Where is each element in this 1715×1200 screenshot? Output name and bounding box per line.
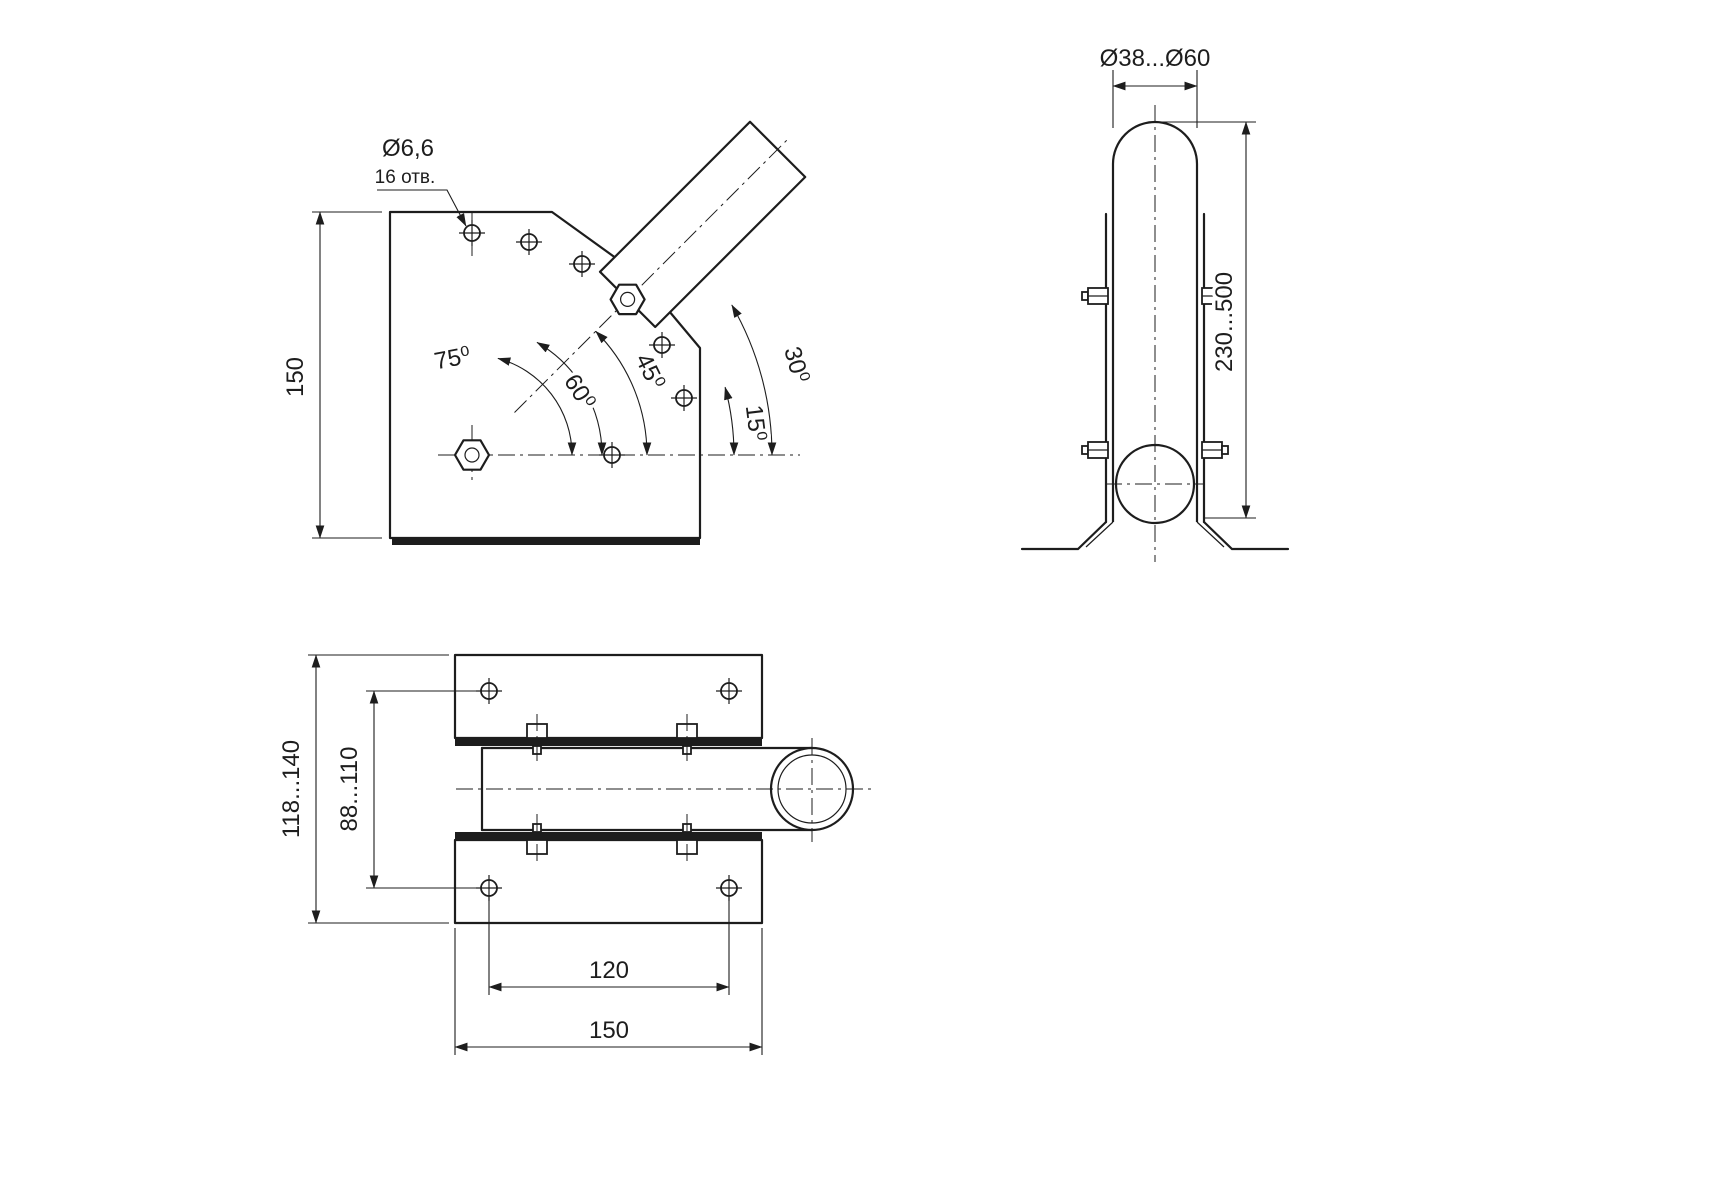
hole-diameter-label: Ø6,6 bbox=[382, 135, 434, 162]
angle-label-30: 30⁰ bbox=[778, 344, 814, 386]
front-view: Ø38...Ø60 230...500 bbox=[1020, 42, 1290, 562]
lower-clamp-edge bbox=[455, 832, 762, 840]
clamp-bolt bbox=[1201, 287, 1229, 305]
bolt-hole bbox=[516, 229, 542, 255]
bolt-hole bbox=[716, 875, 742, 901]
clamp-bolt bbox=[676, 814, 698, 864]
clamp-bolt bbox=[526, 714, 548, 764]
side-view: 75⁰ 60⁰ 45⁰ 30⁰ 15⁰ Ø6,6 16 отв. 150 bbox=[279, 120, 818, 545]
hex-bolt bbox=[453, 439, 491, 471]
angle-arc-15 bbox=[724, 386, 739, 456]
flange-left bbox=[1020, 520, 1108, 551]
inner-span-label: 88...110 bbox=[336, 747, 363, 832]
clamp-height-label: 230...500 bbox=[1211, 272, 1238, 372]
base-strip bbox=[392, 537, 700, 545]
hole-callout-leader bbox=[377, 189, 467, 227]
angle-arc-30 bbox=[731, 304, 777, 456]
hole-spacing-label: 120 bbox=[589, 957, 629, 984]
flange-right bbox=[1202, 520, 1290, 551]
flange-bend-left bbox=[1085, 521, 1114, 548]
clamp-bolt bbox=[1081, 287, 1109, 305]
clamp-bolt bbox=[1081, 441, 1109, 459]
hex-bolt bbox=[609, 283, 646, 316]
plate-width-label: 150 bbox=[589, 1017, 629, 1044]
pole-diameter-label: Ø38...Ø60 bbox=[1100, 45, 1211, 72]
plate-height-label: 150 bbox=[282, 357, 309, 397]
upper-plate bbox=[453, 653, 764, 740]
bolt-hole bbox=[649, 332, 675, 358]
bolt-hole bbox=[459, 220, 485, 246]
bolt-hole bbox=[476, 875, 502, 901]
bolt-hole bbox=[476, 678, 502, 704]
plan-view: 118...140 88...110 120 150 bbox=[275, 653, 874, 1055]
clamp-bolt bbox=[1201, 441, 1229, 459]
lower-plate bbox=[453, 838, 764, 925]
angle-label-15: 15⁰ bbox=[740, 403, 771, 442]
bolt-hole bbox=[569, 251, 595, 277]
clamp-bolt bbox=[676, 714, 698, 764]
angle-arc-45 bbox=[595, 330, 652, 456]
flange-bend-right bbox=[1196, 521, 1225, 548]
bolt-hole bbox=[671, 385, 697, 411]
hole-count-label: 16 отв. bbox=[375, 167, 436, 188]
outer-span-label: 118...140 bbox=[278, 740, 305, 838]
bolt-hole bbox=[716, 678, 742, 704]
clamp-bolt bbox=[526, 814, 548, 864]
upper-clamp-edge bbox=[455, 738, 762, 746]
